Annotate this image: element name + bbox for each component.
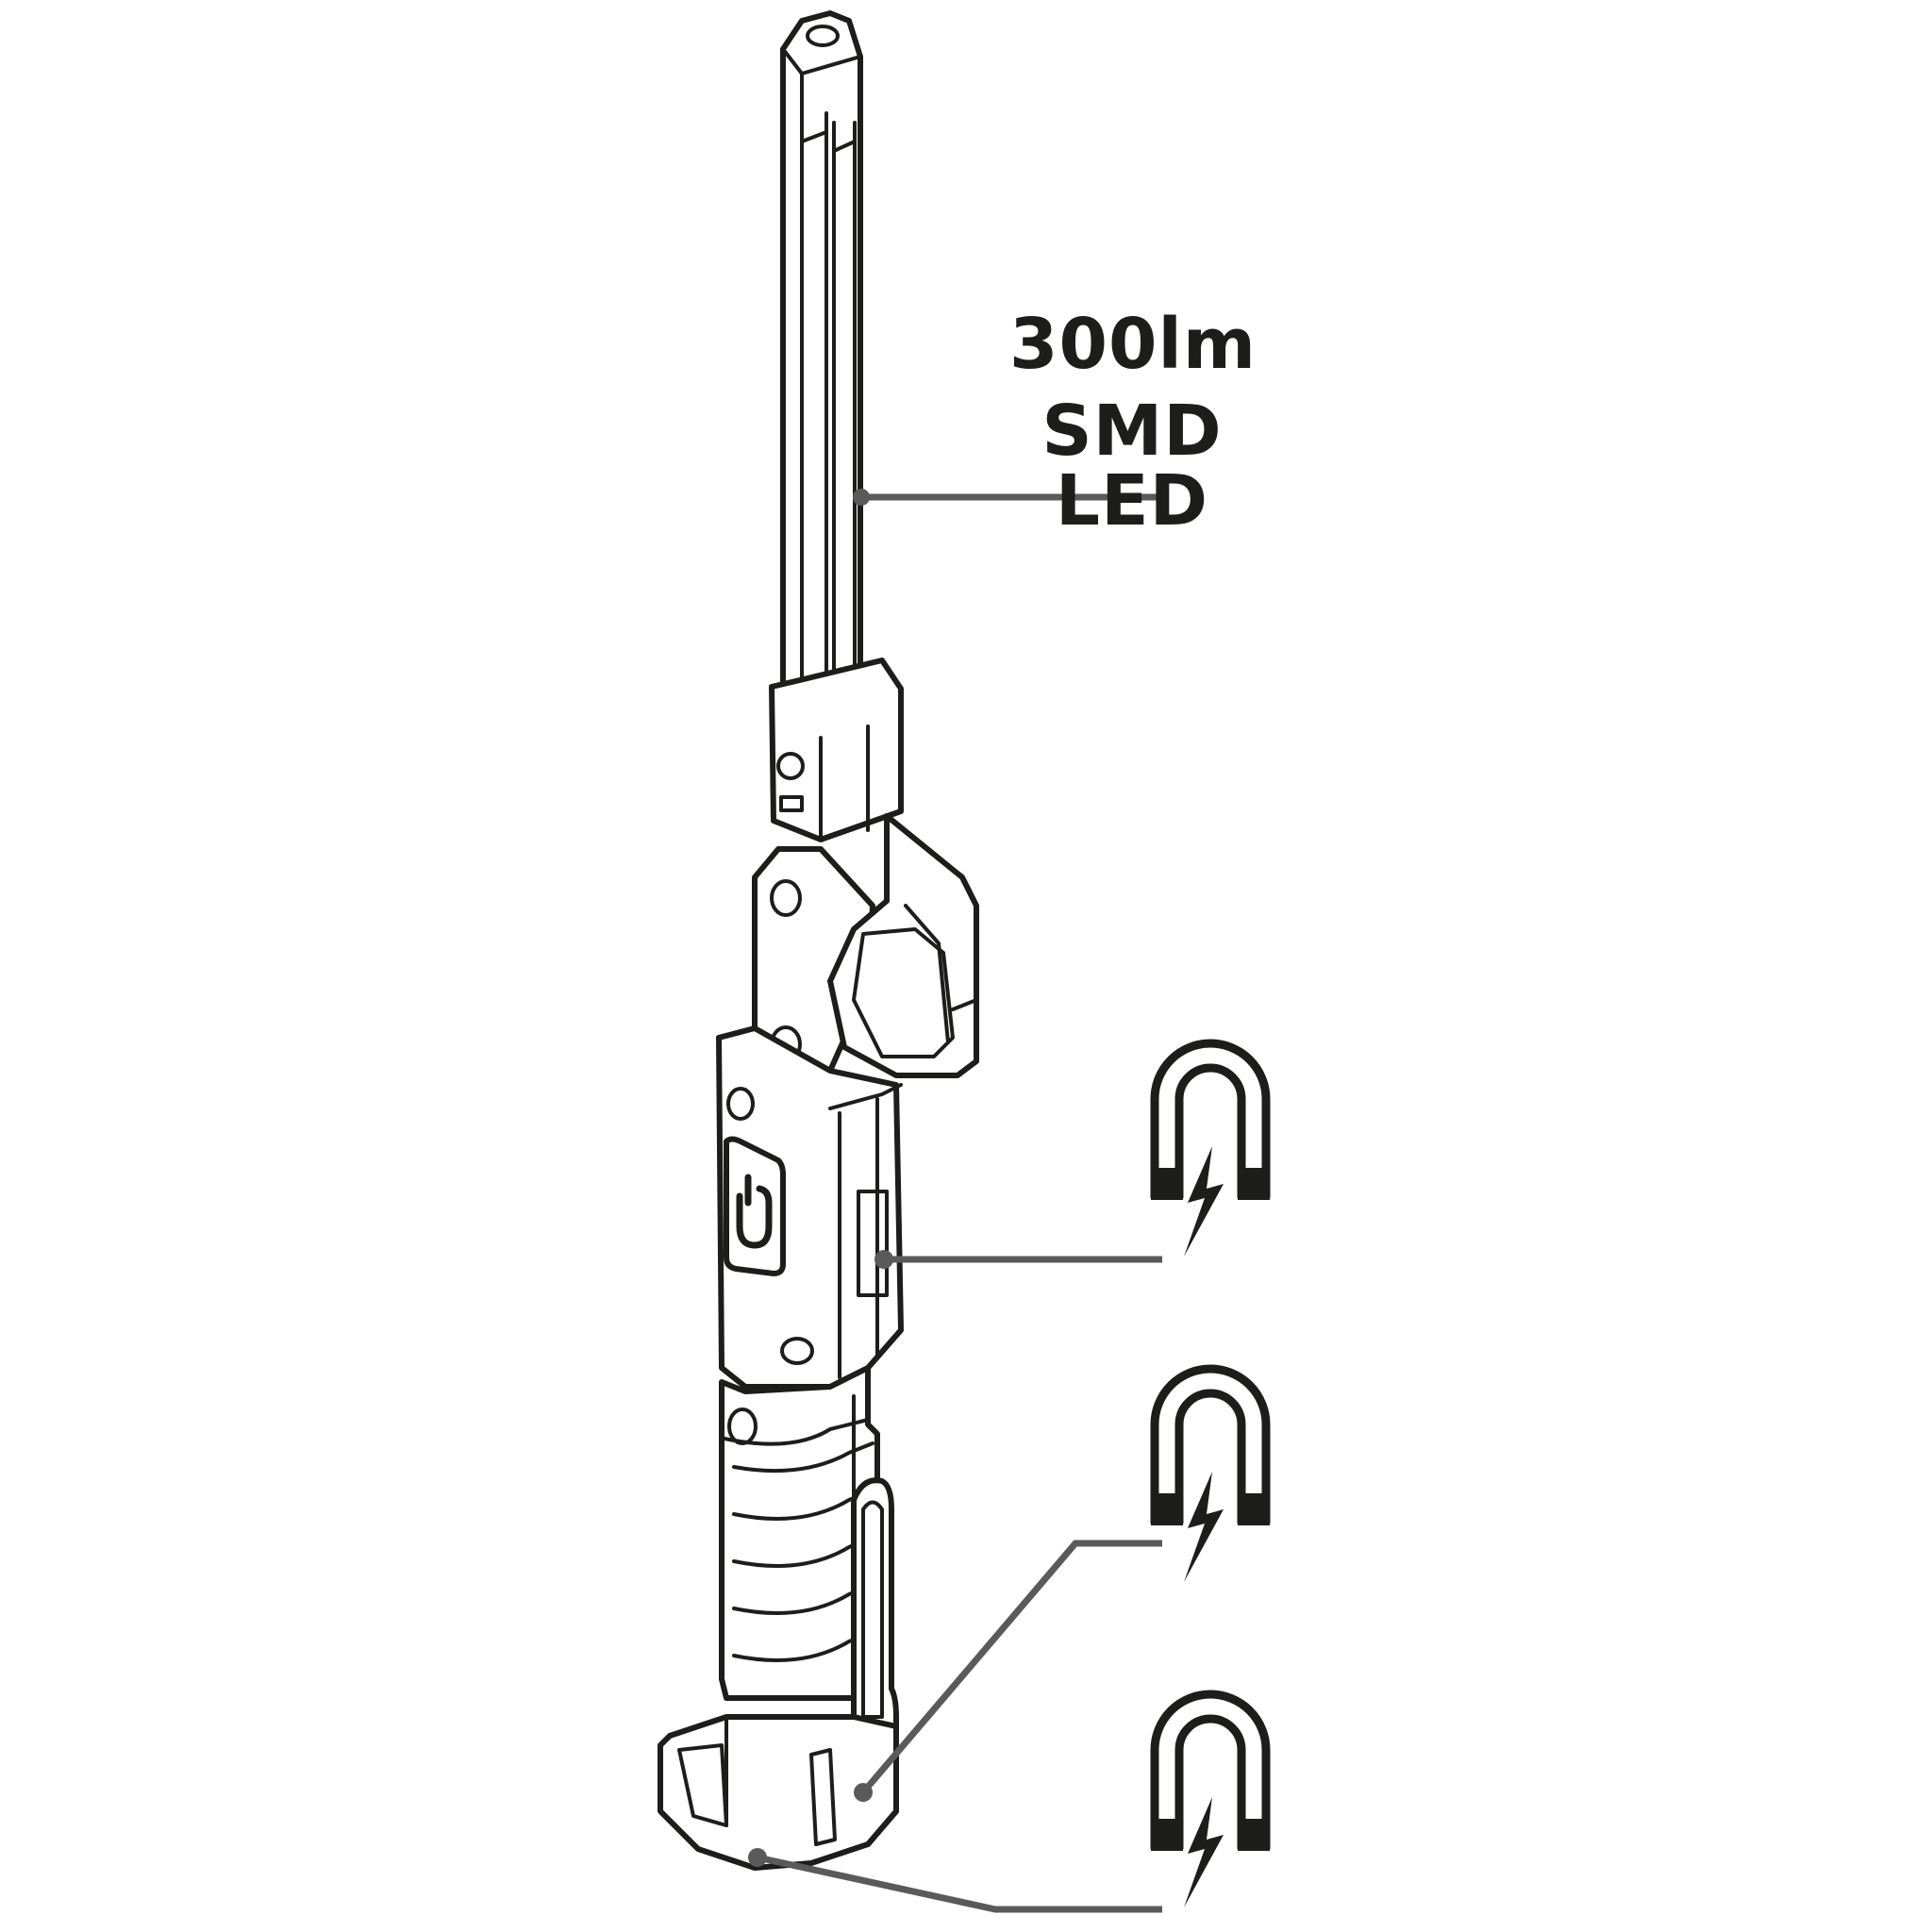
switch-housing bbox=[716, 1025, 904, 1390]
leader-line-led bbox=[853, 489, 1162, 506]
light-bar bbox=[780, 10, 863, 739]
led-type-label: SMD LED bbox=[1041, 391, 1223, 541]
lightning-bolt-icon bbox=[1184, 1797, 1224, 1907]
leader-line-magnet-clip bbox=[854, 1540, 1162, 1802]
leader-line-magnet-upper bbox=[874, 1250, 1162, 1269]
leader-line-magnet-base bbox=[748, 1848, 1162, 1913]
handle bbox=[719, 1365, 880, 1701]
lightning-bolt-icon bbox=[1184, 1472, 1224, 1582]
pivot-hinge bbox=[752, 813, 979, 1078]
base bbox=[658, 1714, 899, 1871]
power-button-icon bbox=[736, 1174, 773, 1249]
magnet-icon-base bbox=[1150, 1690, 1271, 1907]
lightning-bolt-icon bbox=[1184, 1146, 1224, 1257]
lumens-label: 300lm bbox=[1009, 304, 1257, 385]
power-button bbox=[724, 1136, 786, 1276]
bar-neck bbox=[769, 658, 904, 842]
magnet-icon-upper bbox=[1150, 1039, 1271, 1257]
magnet-icon-clip bbox=[1150, 1364, 1271, 1582]
